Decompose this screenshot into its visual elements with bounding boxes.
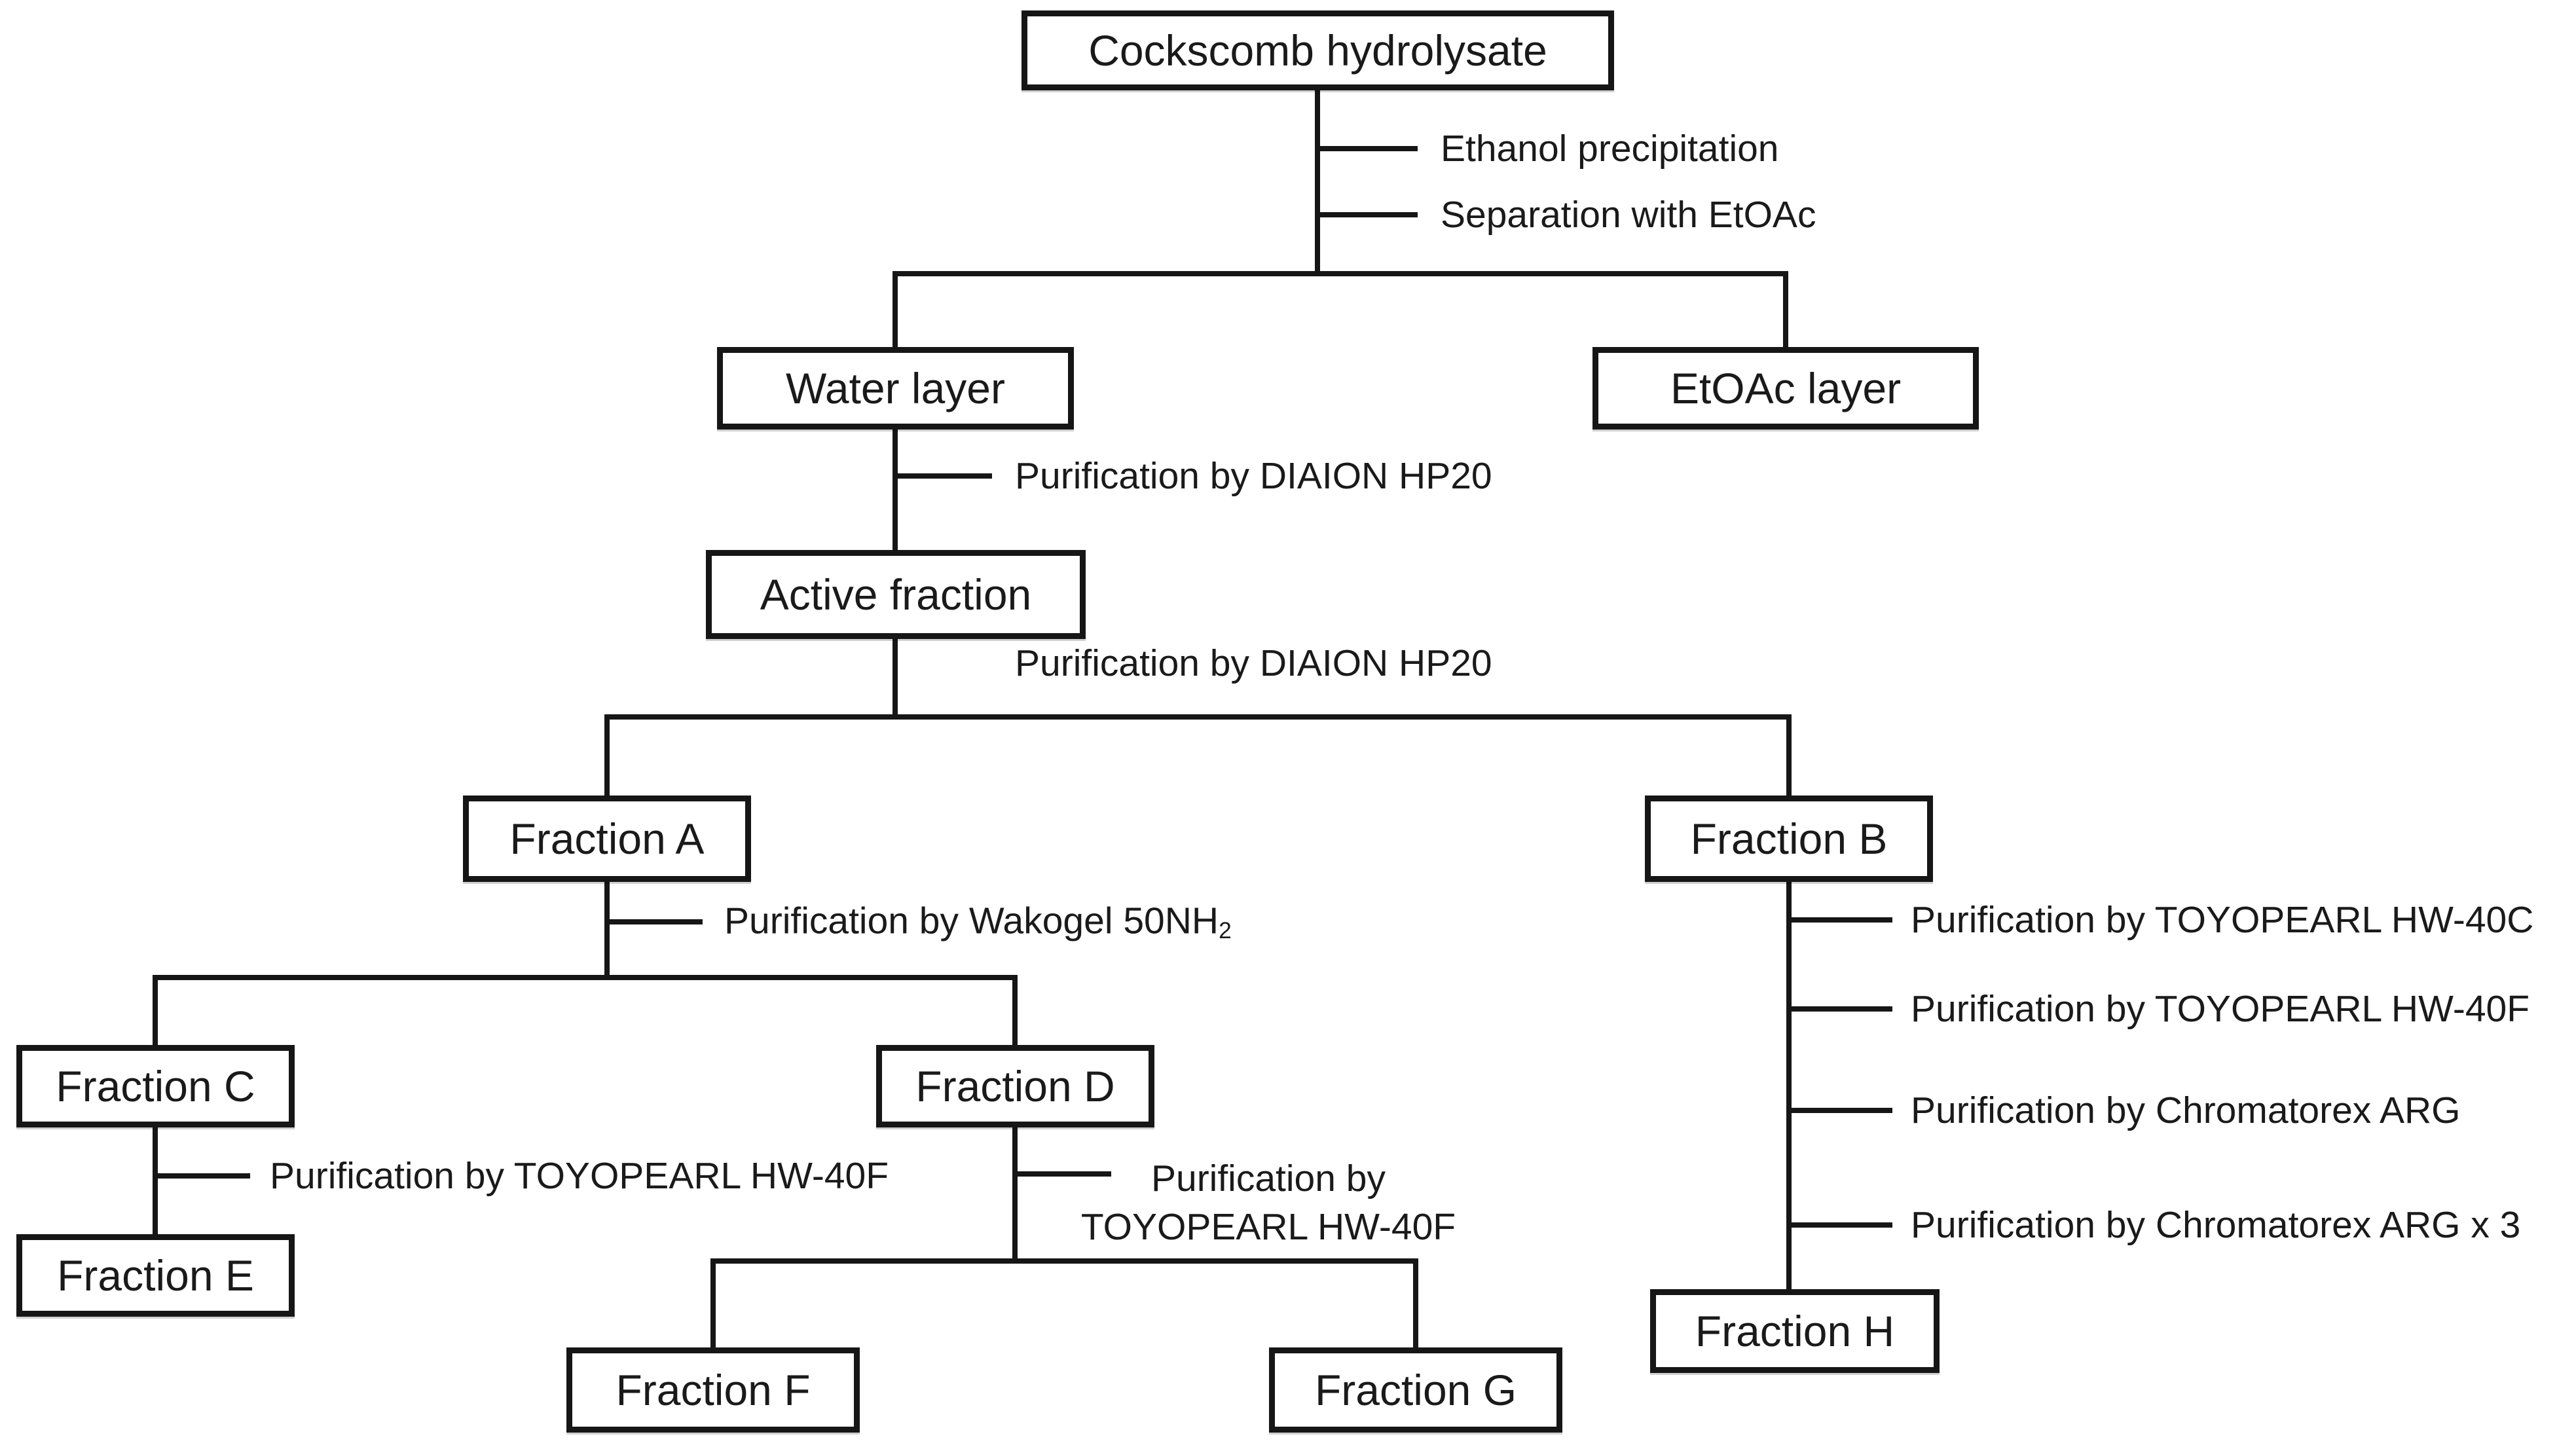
- connector-root-stem: [1315, 90, 1320, 276]
- step-label-chromatorex-arg-b: Purification by Chromatorex ARG: [1911, 1089, 2461, 1131]
- connector-fraction-g-drop: [1413, 1258, 1418, 1350]
- node-active-fraction: Active fraction: [706, 550, 1086, 639]
- step-label-toyopearl-hw40f-b: Purification by TOYOPEARL HW-40F: [1911, 987, 2530, 1030]
- step-label-toyopearl-c: Purification by TOYOPEARL HW-40F: [270, 1154, 889, 1197]
- connector-fraction-d-drop: [1012, 975, 1018, 1048]
- connector-fraction-d-stem: [1012, 1127, 1018, 1264]
- connector-fraction-c-drop: [153, 975, 158, 1048]
- step-label-wakogel: Purification by Wakogel 50NH2: [724, 898, 1232, 945]
- connector-water-active: [892, 430, 898, 553]
- tick-toyopearl-hw40f-b: [1789, 1006, 1892, 1012]
- connector-water-drop: [892, 271, 898, 350]
- tick-wakogel: [607, 919, 703, 924]
- tick-chromatorex-arg-b: [1789, 1108, 1892, 1113]
- tick-ethanol-precipitation: [1317, 146, 1418, 151]
- tick-toyopearl-hw40c-b: [1789, 917, 1892, 923]
- step-label-toyopearl-d-line1: Purification by: [1150, 1158, 1386, 1199]
- node-fraction-d: Fraction D: [876, 1045, 1154, 1127]
- node-fraction-e: Fraction E: [16, 1234, 295, 1317]
- step-label-diaion-2: Purification by DIAION HP20: [1015, 642, 1492, 684]
- step-label-toyopearl-hw40c-b: Purification by TOYOPEARL HW-40C: [1911, 898, 2534, 941]
- step-label-wakogel-text: Purification by Wakogel 50NH: [724, 900, 1219, 942]
- tick-diaion-1: [895, 473, 992, 479]
- step-label-ethanol-precipitation: Ethanol precipitation: [1441, 127, 1779, 170]
- tick-toyopearl-c: [155, 1173, 250, 1179]
- node-water-layer: Water layer: [717, 347, 1074, 430]
- connector-fraction-c-stem: [153, 1127, 158, 1237]
- node-fraction-h: Fraction H: [1650, 1289, 1940, 1373]
- connector-split-f-g: [710, 1258, 1418, 1264]
- connector-split-a-b: [604, 714, 1792, 720]
- step-label-chromatorex-arg-x3-b: Purification by Chromatorex ARG x 3: [1911, 1203, 2521, 1246]
- node-fraction-f: Fraction F: [566, 1347, 860, 1433]
- connector-fraction-b-drop: [1786, 714, 1792, 798]
- step-label-wakogel-subscript: 2: [1219, 918, 1232, 944]
- connector-etoac-drop: [1783, 271, 1788, 350]
- connector-fraction-a-stem: [604, 882, 610, 980]
- step-label-separation-etoac: Separation with EtOAc: [1441, 193, 1816, 236]
- node-fraction-c: Fraction C: [16, 1045, 295, 1127]
- step-label-toyopearl-d: Purification by TOYOPEARL HW-40F: [1072, 1154, 1465, 1251]
- step-label-toyopearl-d-line2: TOYOPEARL HW-40F: [1080, 1206, 1456, 1248]
- node-fraction-g: Fraction G: [1269, 1347, 1562, 1433]
- connector-fraction-b-stem: [1786, 882, 1792, 1292]
- node-fraction-a: Fraction A: [463, 796, 751, 882]
- connector-split-water-etoac: [892, 271, 1788, 276]
- tick-separation-etoac: [1317, 212, 1418, 217]
- node-etoac-layer: EtOAc layer: [1592, 347, 1979, 430]
- connector-fraction-f-drop: [710, 1258, 716, 1350]
- connector-fraction-a-drop: [604, 714, 610, 798]
- node-fraction-b: Fraction B: [1645, 796, 1933, 882]
- step-label-diaion-1: Purification by DIAION HP20: [1015, 454, 1492, 497]
- tick-chromatorex-arg-x3-b: [1789, 1222, 1892, 1228]
- node-cockscomb-hydrolysate: Cockscomb hydrolysate: [1021, 10, 1614, 90]
- connector-active-stem: [892, 639, 898, 720]
- tick-toyopearl-d: [1015, 1171, 1111, 1177]
- connector-split-c-d: [153, 975, 1018, 980]
